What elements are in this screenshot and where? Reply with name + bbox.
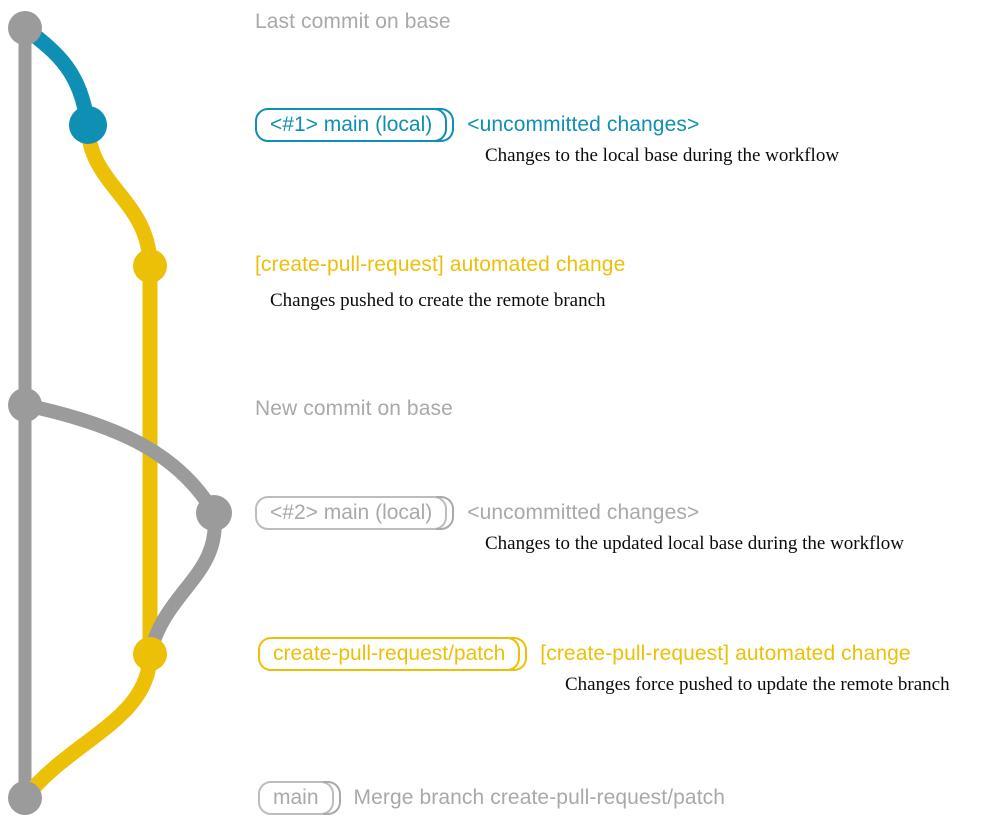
commit-node-new-commit-on-base[interactable] — [8, 388, 42, 422]
ref-badge-create-pull-request-patch[interactable]: create-pull-request/patch — [258, 637, 528, 671]
commit-description-local-main-1: Changes to the local base during the wor… — [485, 145, 840, 166]
commit-row-automated-change-1: [create-pull-request] automated change — [255, 253, 625, 277]
commit-subject: Last commit on base — [255, 10, 451, 33]
commit-node-automated-change-1[interactable] — [133, 249, 167, 283]
commit-subject: [create-pull-request] automated change — [255, 253, 626, 276]
edge-local-main-2-to-automated-2 — [143, 506, 222, 661]
commit-description-local-main-2: Changes to the updated local base during… — [485, 533, 904, 554]
commit-row-local-main-1: <#1> main (local) <uncommitted changes> — [255, 108, 699, 142]
commit-description-automated-change-2: Changes force pushed to update the remot… — [565, 674, 950, 695]
commit-node-local-main-2[interactable] — [196, 495, 232, 531]
commit-row-last-commit-on-base: Last commit on base — [255, 10, 451, 34]
commit-node-local-main-1[interactable] — [69, 106, 107, 144]
edge-automated-2-to-merge — [17, 646, 158, 806]
commit-subject: New commit on base — [255, 397, 453, 420]
commit-subject: <uncommitted changes> — [467, 113, 700, 136]
commit-subject: [create-pull-request] automated change — [540, 642, 911, 665]
ref-badge-local-main-1[interactable]: <#1> main (local) — [255, 108, 455, 142]
ref-badge-main[interactable]: main — [258, 781, 341, 815]
commit-node-automated-change-2[interactable] — [133, 637, 167, 671]
commit-row-local-main-2: <#2> main (local) <uncommitted changes> — [255, 496, 699, 530]
commit-row-new-commit-on-base: New commit on base — [255, 397, 453, 421]
ref-badge-local-main-2[interactable]: <#2> main (local) — [255, 496, 455, 530]
commit-subject: Merge branch create-pull-request/patch — [353, 786, 726, 809]
edge-new-base-to-local-main-2 — [18, 398, 221, 520]
edge-local-main-1-to-automated-1 — [80, 117, 158, 274]
commit-subject: <uncommitted changes> — [467, 501, 700, 524]
commit-row-automated-change-2: create-pull-request/patch [create-pull-r… — [258, 637, 911, 671]
commit-node-merge-commit-main[interactable] — [8, 781, 42, 815]
commit-description-automated-change-1: Changes pushed to create the remote bran… — [270, 290, 606, 311]
commit-node-last-commit-on-base[interactable] — [8, 11, 42, 45]
commit-row-merge-commit-main: main Merge branch create-pull-request/pa… — [258, 781, 725, 815]
